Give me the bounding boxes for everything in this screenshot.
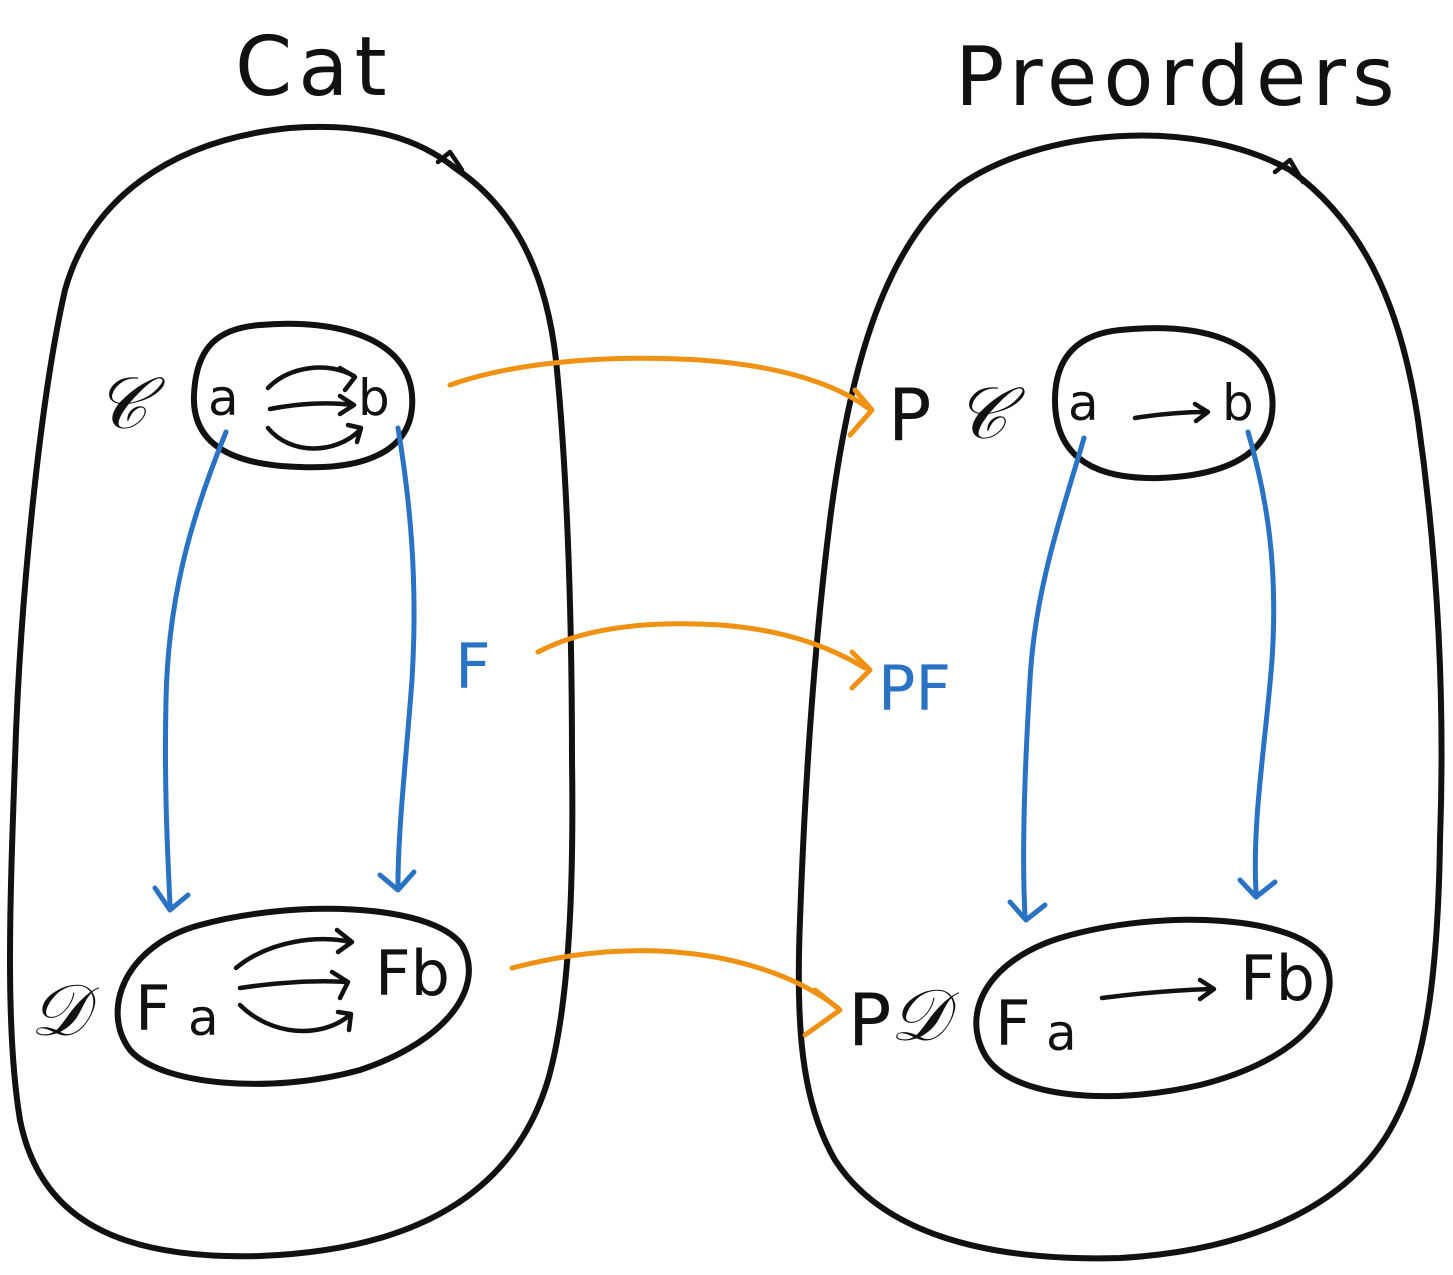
preorders-c-bubble: [1052, 325, 1276, 482]
mapping-arrow-functor-head: [849, 649, 873, 691]
preorders-d-prefix: P: [848, 978, 891, 1062]
cat-blob-overlap: [435, 149, 465, 173]
preorders-blob-overlap: [1272, 157, 1306, 185]
cat-functor-arrow-a-head: [152, 885, 191, 913]
cat-d-arrow-3: [237, 1002, 353, 1034]
preorders-functor-arrow-a-head: [1007, 899, 1048, 923]
preorders-c-arrow: [1132, 409, 1209, 421]
cat-d-arrow-1: [233, 936, 353, 971]
cat-d-arrow-2: [237, 979, 348, 991]
preorders-object-fa-functor: F: [995, 987, 1031, 1060]
preorders-title: Preorders: [955, 30, 1401, 125]
preorders-d-label: 𝒟: [890, 973, 960, 1057]
mapping-arrow-d: [509, 948, 841, 1011]
preorders-object-fa-sub: a: [1046, 1004, 1077, 1062]
preorders-object-a: a: [1068, 374, 1099, 432]
cat-functor-label: F: [455, 630, 491, 703]
preorders-functor-arrow-a: [1021, 435, 1087, 918]
cat-object-b: b: [358, 369, 390, 427]
cat-d-arrow-2-head: [329, 969, 351, 1001]
cat-category-d-label: 𝒟: [30, 968, 100, 1052]
preorders-d-bubble: [973, 916, 1333, 1100]
preorders-c-label: 𝒞: [955, 371, 1026, 455]
cat-object-fa-sub: a: [188, 989, 219, 1047]
cat-arrow-f3-head: [345, 422, 364, 445]
mapping-arrow-d-head: [802, 987, 843, 1038]
cat-functor-arrow-a: [162, 429, 229, 908]
cat-arrow-f3: [265, 425, 363, 451]
cat-d-arrow-1-head: [334, 927, 355, 955]
preorders-object-b: b: [1222, 374, 1254, 432]
mapping-arrow-c: [447, 355, 871, 411]
cat-title: Cat: [235, 20, 393, 115]
preorders-d-arrow-head: [1197, 977, 1217, 1002]
cat-object-a: a: [208, 369, 239, 427]
cat-category-c-bubble: [190, 320, 416, 471]
cat-object-fa-functor: F: [135, 972, 171, 1045]
preorders-c-arrow-head: [1192, 401, 1211, 424]
preorders-object-fb: Fb: [1240, 942, 1315, 1015]
cat-blob: [7, 123, 576, 1260]
preorders-blob: [795, 132, 1445, 1262]
cat-category-d-bubble: [114, 905, 472, 1087]
cat-category-c-label: 𝒞: [95, 361, 166, 445]
cat-functor-arrow-b: [395, 425, 417, 888]
mapping-arrow-c-head: [847, 387, 875, 438]
cat-arrow-f2: [267, 401, 355, 412]
preorders-functor-arrow-b: [1245, 429, 1277, 895]
mapping-arrow-functor: [535, 621, 868, 671]
preorders-functor-label: PF: [878, 652, 951, 725]
cat-object-fb: Fb: [375, 937, 450, 1010]
preorders-functor-arrow-b-head: [1237, 877, 1278, 900]
preorders-d-arrow: [1099, 986, 1215, 1001]
cat-arrow-f2-head: [337, 393, 357, 417]
cat-functor-arrow-b-head: [377, 869, 417, 893]
cat-d-arrow-3-head: [335, 1009, 354, 1033]
preorders-c-prefix: P: [888, 373, 931, 457]
cat-arrow-f1-head: [337, 365, 358, 393]
